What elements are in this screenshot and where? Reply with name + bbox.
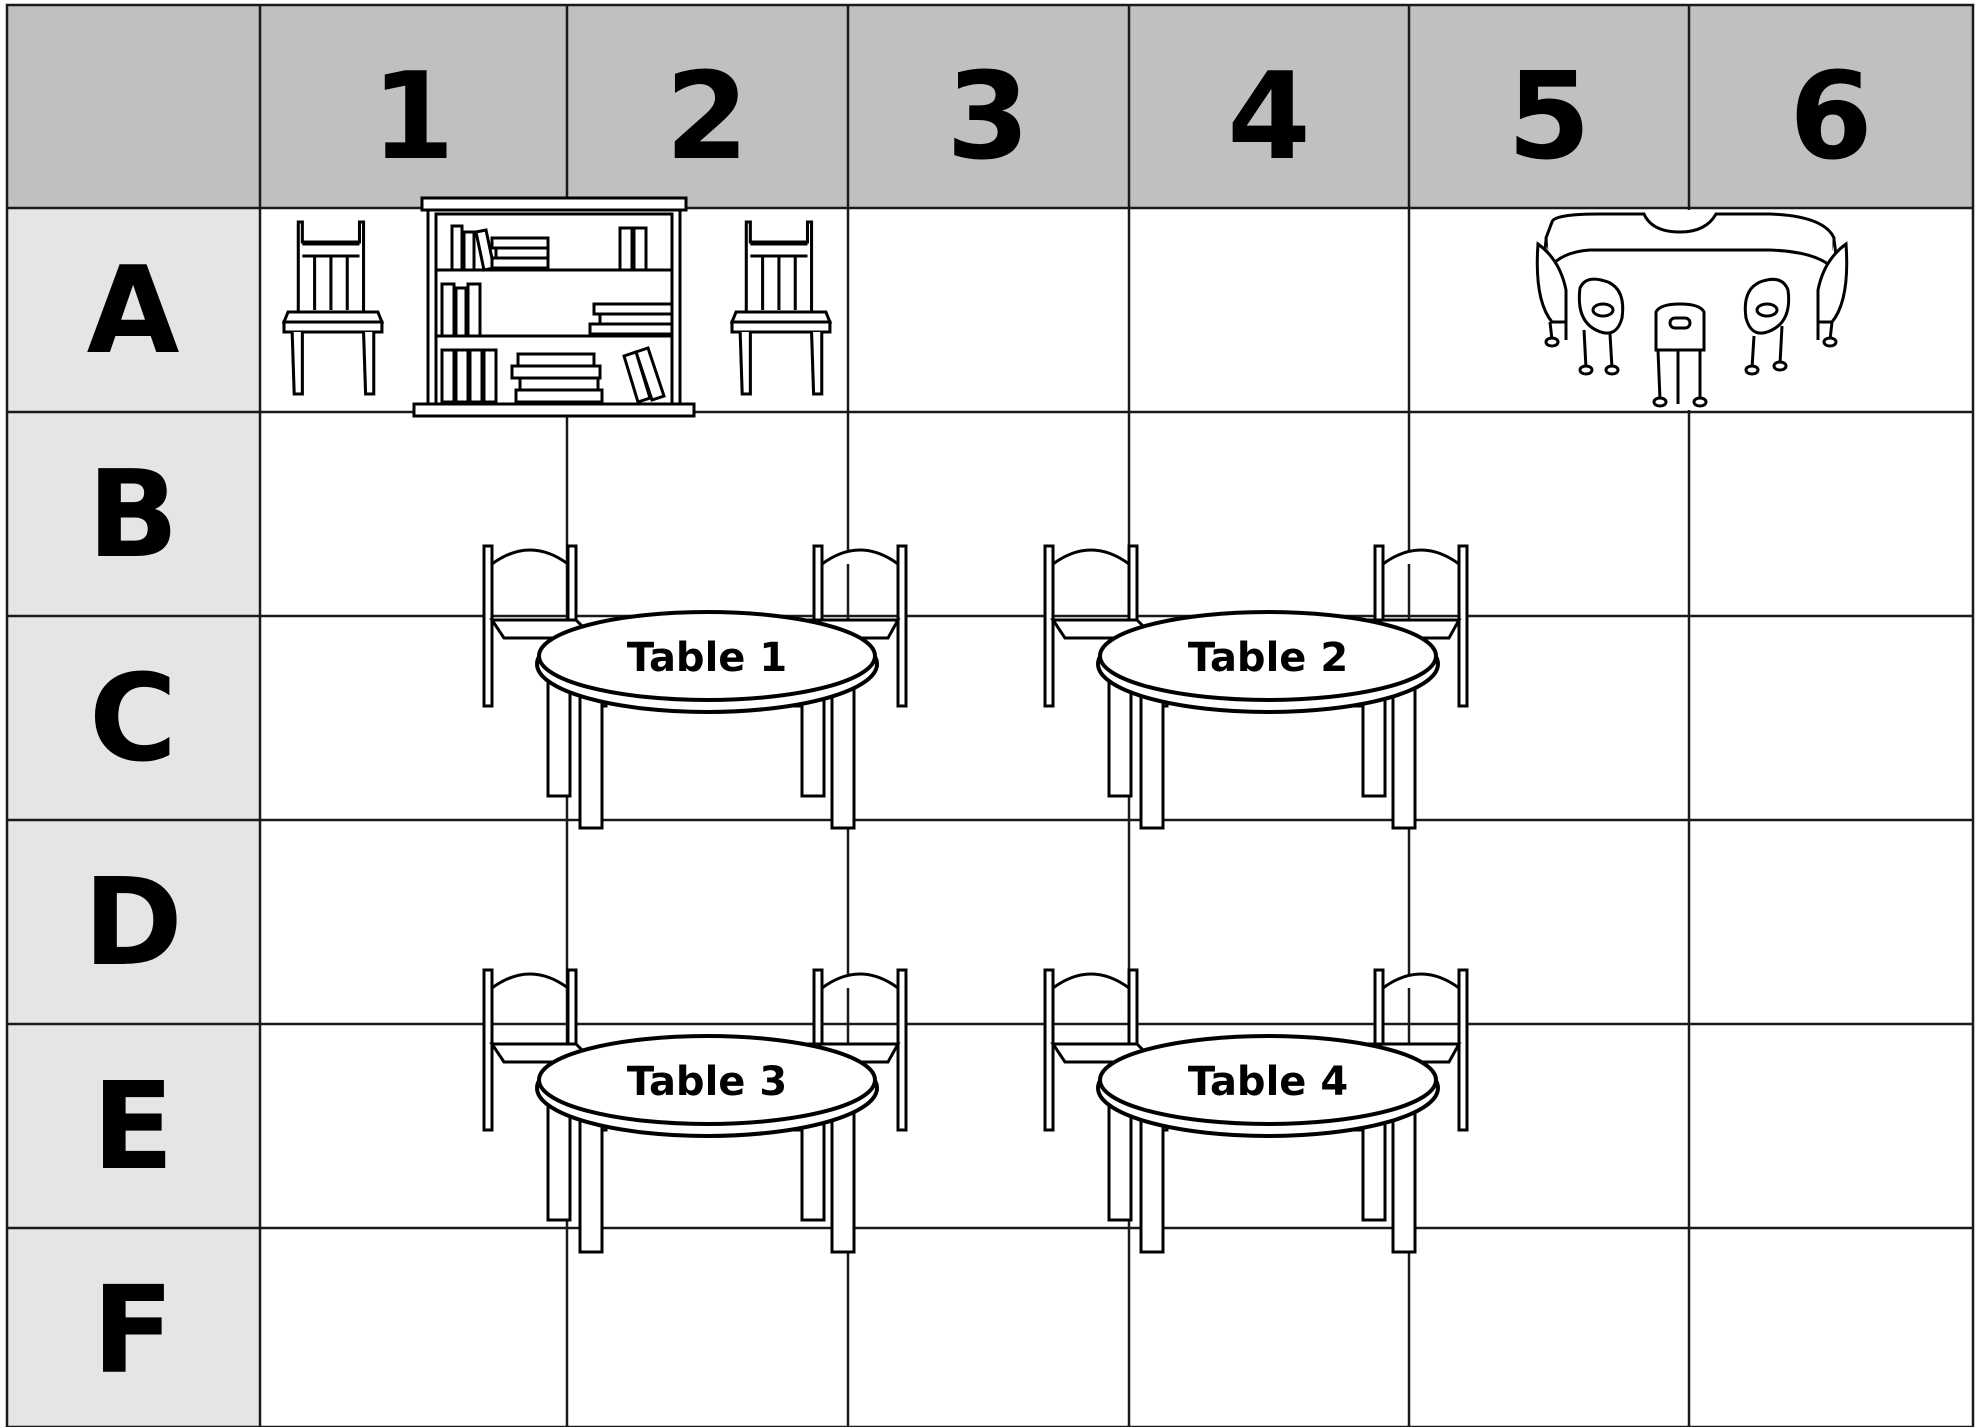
table-2: Table 2: [1045, 546, 1467, 828]
column-header-5: 5: [1507, 48, 1591, 187]
kidney-table-icon: [1537, 214, 1846, 406]
chair-icon: [732, 222, 830, 394]
row-header-e: E: [92, 1058, 174, 1197]
table-4: Table 4: [1045, 970, 1467, 1252]
column-header-2: 2: [665, 48, 749, 187]
column-header-1: 1: [371, 48, 455, 187]
table-4-label: Table 4: [1188, 1059, 1348, 1105]
row-header-bg: [7, 208, 260, 1427]
row-header-a: A: [87, 242, 180, 381]
column-header-3: 3: [946, 48, 1030, 187]
table-3-label: Table 3: [627, 1059, 787, 1105]
table-3: Table 3: [484, 970, 906, 1252]
bookshelf-icon: [414, 198, 694, 416]
table-2-label: Table 2: [1188, 635, 1348, 681]
column-header-4: 4: [1227, 48, 1311, 187]
row-header-f: F: [92, 1262, 174, 1401]
table-1: Table 1: [484, 546, 906, 828]
row-header-d: D: [83, 854, 183, 993]
row-header-b: B: [87, 446, 178, 585]
column-header-6: 6: [1789, 48, 1873, 187]
row-header-c: C: [89, 650, 177, 789]
table-1-label: Table 1: [627, 635, 787, 681]
